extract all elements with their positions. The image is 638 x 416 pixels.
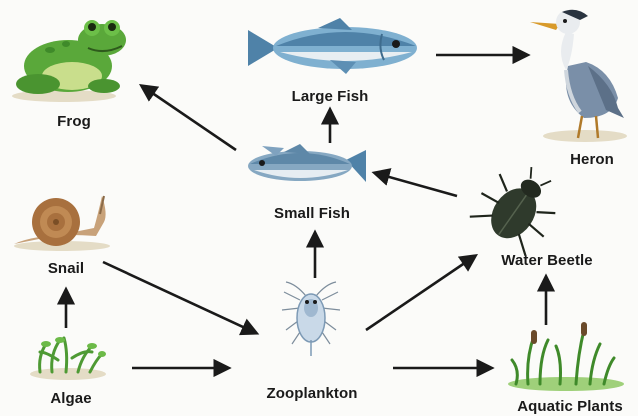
frog-icon <box>12 20 126 102</box>
snail-icon <box>14 196 110 251</box>
label-small-fish: Small Fish <box>274 205 350 222</box>
label-large-fish: Large Fish <box>292 88 369 105</box>
large-fish-icon <box>248 18 417 74</box>
label-aquatic-plants: Aquatic Plants <box>517 398 623 415</box>
aquatic-plants-icon <box>508 322 624 391</box>
label-heron: Heron <box>570 151 614 168</box>
zooplankton-icon <box>282 282 340 356</box>
arrow-water-beetle-to-small-fish <box>375 173 457 196</box>
label-algae: Algae <box>50 390 91 407</box>
water-beetle-icon <box>467 152 573 258</box>
heron-icon <box>530 10 627 142</box>
arrow-snail-to-zooplankton <box>103 262 256 333</box>
arrow-small-fish-to-frog <box>142 86 236 150</box>
label-frog: Frog <box>57 113 91 130</box>
label-snail: Snail <box>48 260 84 277</box>
label-water-beetle: Water Beetle <box>501 252 593 269</box>
label-zooplankton: Zooplankton <box>266 385 357 402</box>
arrow-zooplankton-to-water-beetle <box>366 256 475 330</box>
algae-icon <box>30 337 106 380</box>
small-fish-icon <box>248 144 366 182</box>
